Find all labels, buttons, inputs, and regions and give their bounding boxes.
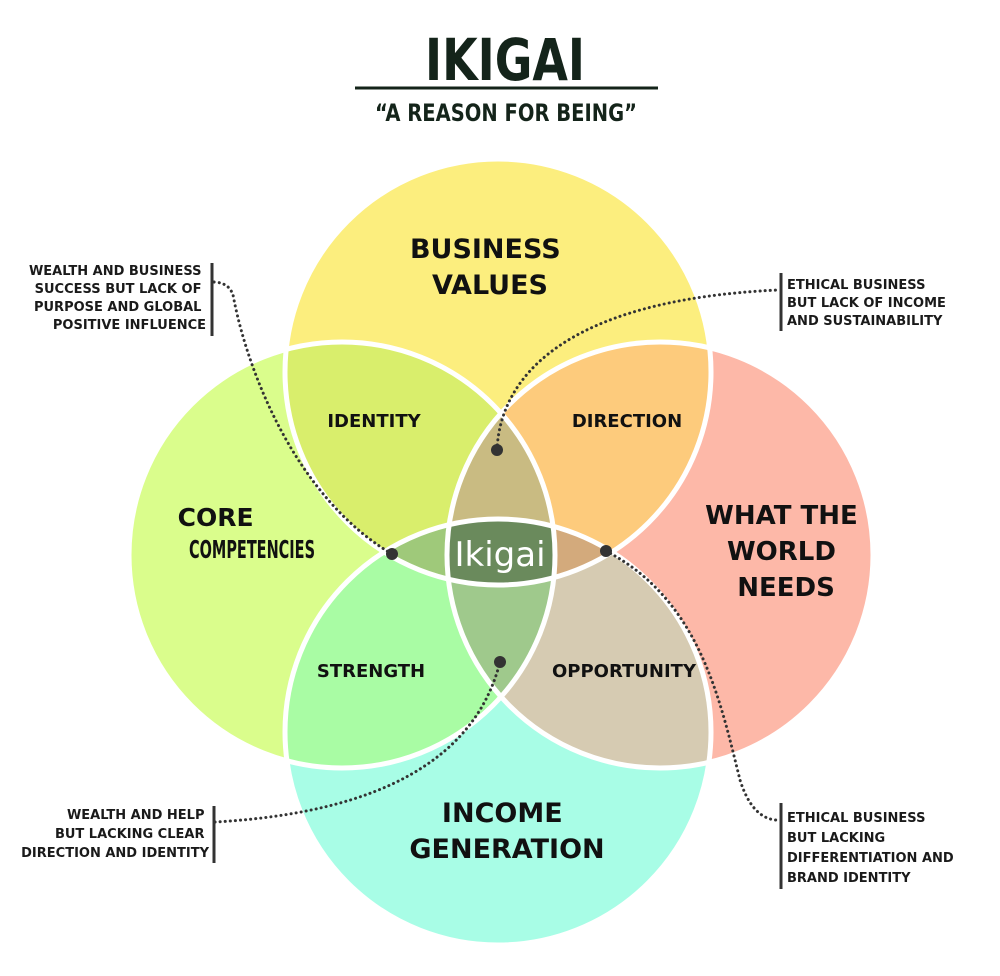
note-bottom-right: ETHICAL BUSINESS BUT LACKING DIFFERENTIA… [779, 803, 958, 889]
ikigai-center-label: Ikigai [454, 535, 545, 575]
leader-lines [212, 280, 780, 824]
note-bottom-right-text: ETHICAL BUSINESS BUT LACKING DIFFERENTIA… [787, 811, 958, 886]
opportunity-label: OPPORTUNITY [552, 661, 697, 682]
strength-label: STRENGTH [317, 661, 425, 682]
diagram-title: IKIGAI [425, 26, 585, 94]
leader-dots [386, 444, 612, 668]
core-competencies-label: CORE COMPETENCIES [178, 503, 315, 564]
income-generation-label: INCOME GENERATION [409, 798, 604, 865]
identity-label: IDENTITY [327, 411, 421, 432]
note-bottom-left-text: WEALTH AND HELP BUT LACKING CLEAR DIRECT… [21, 808, 209, 861]
note-top-left: WEALTH AND BUSINESS SUCCESS BUT LACK OF … [29, 263, 214, 336]
leader-line-top-right [495, 288, 780, 452]
circle-outlines [126, 156, 876, 948]
note-bottom-left: WEALTH AND HELP BUT LACKING CLEAR DIRECT… [21, 806, 216, 863]
leader-line-top-left [212, 280, 394, 556]
direction-label: DIRECTION [572, 411, 682, 432]
leader-line-bottom-right [604, 549, 778, 822]
world-needs-label: WHAT THE WORLD NEEDS [705, 501, 867, 603]
leader-line-bottom-left [213, 660, 502, 824]
business-values-label: BUSINESS VALUES [410, 234, 570, 301]
note-top-right: ETHICAL BUSINESS BUT LACK OF INCOME AND … [779, 273, 950, 331]
diagram-subtitle: “A REASON FOR BEING” [375, 99, 637, 127]
note-top-right-text: ETHICAL BUSINESS BUT LACK OF INCOME AND … [787, 278, 950, 329]
note-top-left-text: WEALTH AND BUSINESS SUCCESS BUT LACK OF … [29, 264, 206, 333]
